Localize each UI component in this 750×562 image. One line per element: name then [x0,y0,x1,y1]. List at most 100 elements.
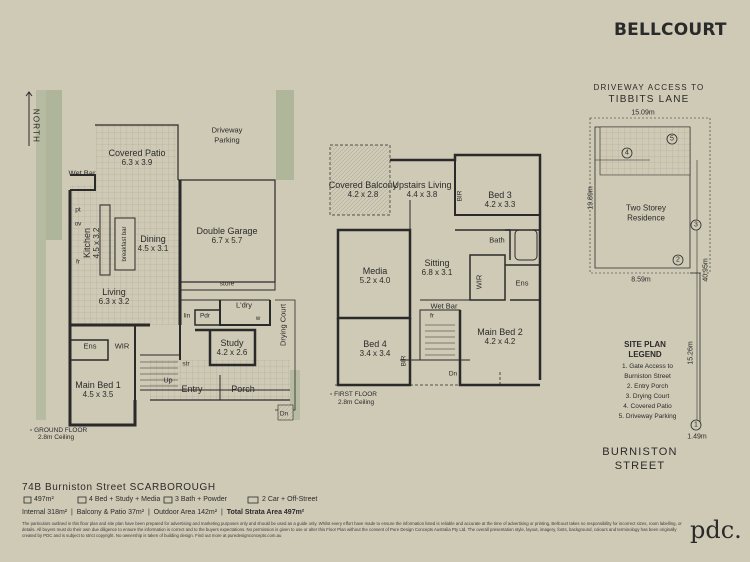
land-size: 497m² [34,496,54,503]
breakfast-bar-label: breakfast bar [122,226,128,262]
site-dim-bottom: 1.49m [687,433,707,441]
ground-floor-caption: ▫ GROUND FLOOR [30,427,88,434]
laundry-label: L'dry [235,300,253,310]
kitchen-bench [99,204,111,276]
first-floor-walls [335,153,542,387]
first-dn-label: Dn [448,370,458,378]
site-marker-4: 4 [625,149,629,157]
ground-stairs [140,361,178,387]
legend-item: 2. Entry Porch [626,383,669,390]
site-marker-3: 3 [694,221,698,229]
first-ensuite-label: Ens [515,278,529,288]
pantry-label: pt [75,206,81,214]
site-dim-lower: 15.26m [687,341,695,365]
bir-label-1: BIR [456,190,464,202]
pdc-logo: pdc. [690,516,742,544]
residence-line1: Two Storey [625,203,667,213]
stairs-up-label: Up [163,377,173,385]
legend-title-1: SITE PLAN [624,340,666,349]
site-dim-mid: 8.59m [631,276,651,284]
ground-floor-walls [68,124,296,427]
drying-court-label: Drying Court [278,303,288,347]
bathtub [514,229,538,261]
site-marker-2: 2 [676,256,680,264]
outdoor-area: Outdoor Area 142m² [153,509,218,516]
site-dim-top: 15.09m [631,109,655,117]
bed-count: 4 Bed + Study + Media [89,496,161,503]
balcony-area-value: Balcony & Patio 37m² [76,509,145,516]
entry-label: Entry [181,384,203,394]
porch-label: Porch [231,384,255,394]
washer-label: w [255,316,261,322]
covered-patio-area [96,125,176,185]
legend-title-2: LEGEND [628,350,662,359]
site-access-line2: TIBBITS LANE [608,94,690,105]
powder-label: Pdr [199,312,211,320]
area-summary: Internal 318m² | Balcony & Patio 37m² | … [22,509,305,516]
car-count: 2 Car + Off-Street [262,496,318,503]
oven-label: ov [74,220,82,228]
landscaping [36,90,300,420]
ground-floor-ceiling: 2.8m Ceiling [38,434,75,441]
street-line2: STREET [614,460,666,472]
property-address: 74B Burniston Street SCARBOROUGH [22,482,216,493]
fridge-label: fr [76,258,80,266]
brand-logo: BELLCOURT [614,20,727,40]
spec-icons [23,496,259,504]
disclaimer-text: The particulars outlined in this floor p… [22,521,682,538]
first-fridge-label: fr [430,312,434,320]
wet-bar-label: Wet Bar [68,168,96,178]
legend-item: Burniston Street [624,373,671,380]
site-marker-5: 5 [670,135,674,143]
store-label: store [219,280,235,288]
balcony-area [329,144,391,216]
breakfast-bar [114,217,136,271]
bath-count: 3 Bath + Powder [175,496,227,503]
site-access-line1: DRIVEWAY ACCESS TO [593,83,705,92]
linen-label: lin [183,312,191,320]
bir-label-2: BIR [400,355,408,367]
site-dim-right: 40.95m [702,258,710,282]
north-arrow-icon [25,91,33,146]
site-dim-left: 19.89m [587,186,595,210]
site-markers [621,133,702,431]
internal-area: Internal 318m² [22,509,68,516]
north-label: NORTH [31,108,41,144]
first-wir-label: WIR [474,274,484,290]
ground-ensuite-label: Ens [83,341,97,351]
legend-item: 1. Gate Access to [622,363,673,370]
first-floor-caption: ▫ FIRST FLOOR [330,391,377,398]
residence-line2: Residence [627,213,665,223]
first-floor-ceiling: 2.8m Ceiling [338,399,375,406]
total-area: Total Strata Area 497m² [226,509,305,516]
legend-item: 5. Driveway Parking [618,413,677,420]
first-wet-bar-label: Wet Bar [430,301,458,311]
site-marker-1: 1 [694,421,698,429]
store-under-stairs-label: str [182,360,190,368]
site-legend: 1. Gate Access to Burniston Street 2. En… [610,362,685,422]
parking-label: Parking [214,135,240,145]
bath-label: Bath [489,235,505,245]
street-line1: BURNISTON [602,446,678,458]
legend-item: 3. Drying Court [625,393,670,400]
first-stairs [425,324,455,356]
ground-wir-label: WIR [114,341,130,351]
driveway-label: Driveway [211,125,243,135]
legend-item: 4. Covered Patio [623,403,672,410]
ground-dn-label: Dn [279,410,289,418]
